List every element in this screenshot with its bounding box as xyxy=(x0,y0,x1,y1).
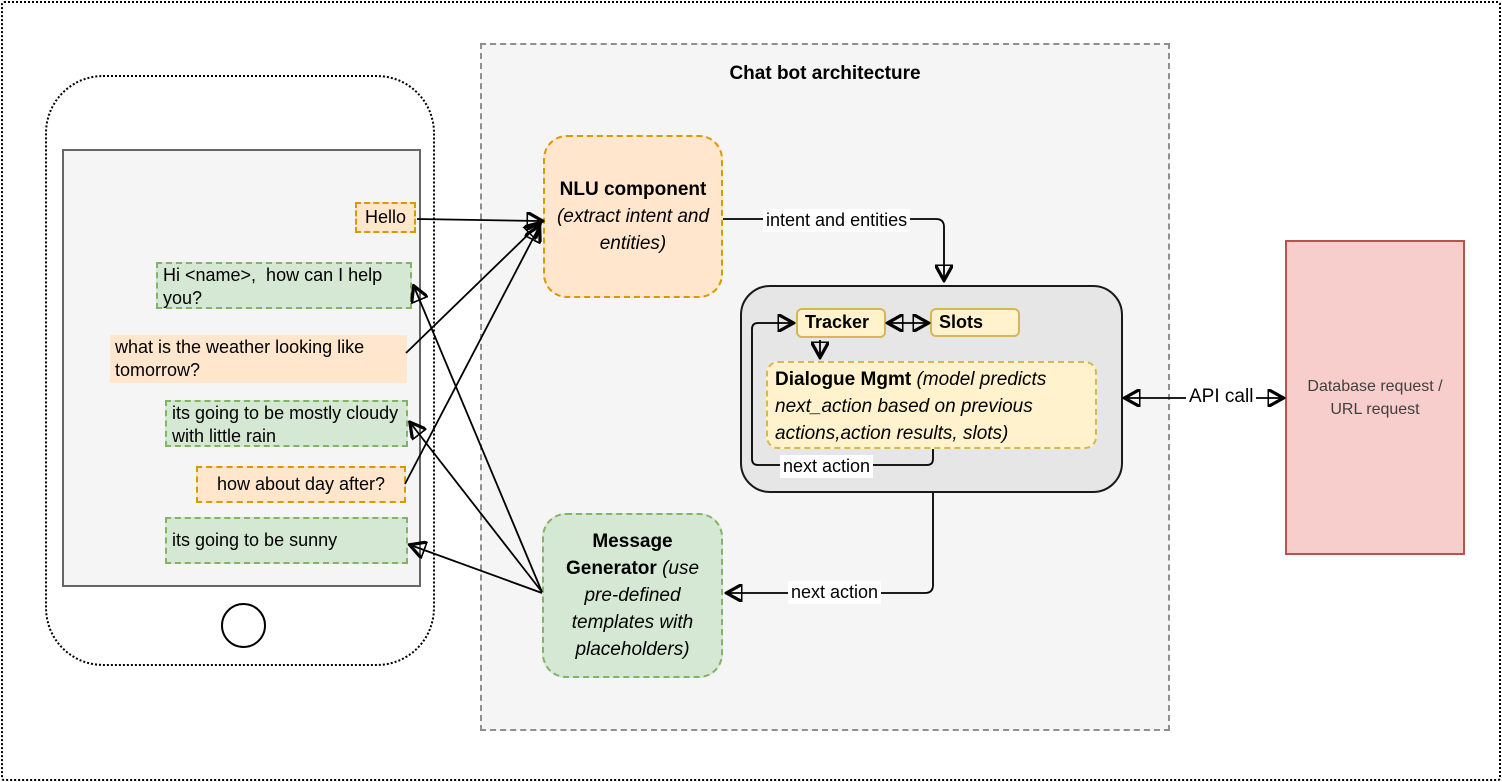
nlu-subtitle: (extract intent and entities) xyxy=(556,206,710,254)
edge-label-next-action-loop: next action xyxy=(780,455,874,478)
tracker-node: Tracker xyxy=(796,308,886,338)
chat-message-user-hello: Hello xyxy=(355,202,416,233)
message-generator-title: Message Generator xyxy=(565,531,673,579)
message-generator-node: Message Generator (use pre-defined templ… xyxy=(542,513,723,678)
home-button-icon xyxy=(221,603,266,648)
dialogue-mgmt-node: Dialogue Mgmt (model predicts next_actio… xyxy=(766,361,1097,449)
chat-message-bot-cloudy: its going to be mostly cloudy with littl… xyxy=(165,400,408,447)
database-request-node: Database request / URL request xyxy=(1285,240,1465,555)
chat-message-user-day-after: how about day after? xyxy=(196,466,406,503)
dialogue-mgmt-title: Dialogue Mgmt xyxy=(775,369,917,390)
nlu-component-node: NLU component (extract intent and entiti… xyxy=(543,135,723,298)
chat-message-bot-greeting: Hi <name>, how can I help you? xyxy=(156,262,412,309)
edge-label-api-call: API call xyxy=(1186,385,1257,409)
edge-label-next-action: next action xyxy=(788,581,882,604)
chat-message-user-weather: what is the weather looking like tomorro… xyxy=(110,335,407,383)
edge-label-intent-and-entities: intent and entities xyxy=(763,209,911,232)
architecture-title: Chat bot architecture xyxy=(729,63,921,84)
chat-message-bot-sunny: its going to be sunny xyxy=(165,517,408,564)
slots-node: Slots xyxy=(930,308,1020,337)
message-generator-subtitle: (use pre-defined templates with placehol… xyxy=(571,558,700,660)
nlu-title: NLU component xyxy=(559,179,707,200)
